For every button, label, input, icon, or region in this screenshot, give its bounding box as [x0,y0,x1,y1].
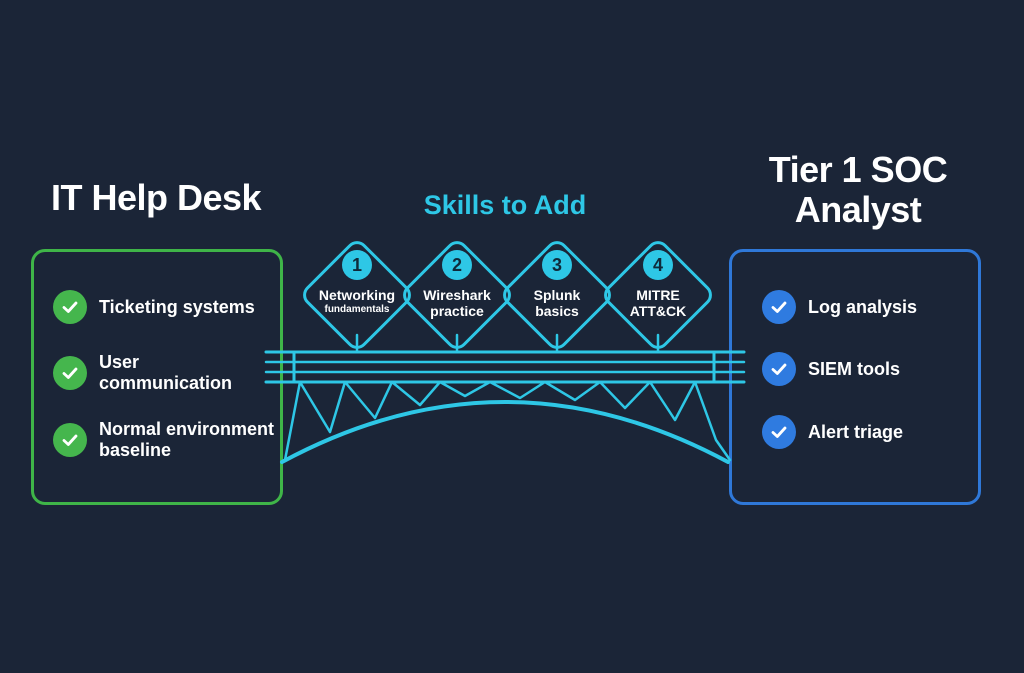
check-icon [53,290,87,324]
step-label: Wireshark practice [410,287,504,319]
step-label-line2: basics [535,303,579,319]
skill-node-diamond [503,241,611,349]
check-icon [762,415,796,449]
left-item-label-line1: User [99,352,140,372]
left-item-label-line2: baseline [99,440,172,460]
skills-heading: Skills to Add [423,190,587,220]
step-label-line1: Wireshark [423,287,491,303]
soc-analyst-panel [729,249,981,505]
bridge-arch [280,400,730,464]
step-number-badge: 3 [542,250,572,280]
help-desk-panel [31,249,283,505]
step-number-badge: 2 [442,250,472,280]
step-label-line2: practice [430,303,484,319]
right-item-label: SIEM tools [808,358,901,379]
skill-node-diamond [303,241,411,349]
right-item-label: Alert triage [808,421,904,442]
left-heading: IT Help Desk [50,177,262,218]
step-label-line1: Networking [318,287,396,303]
step-label: MITRE ATT&CK [611,287,705,319]
step-label: Networking fundamentals [310,287,404,316]
skill-node-diamond [604,241,712,349]
left-item: User communication [53,352,232,394]
left-item: Ticketing systems [53,290,255,324]
right-item: Alert triage [762,415,903,449]
check-icon [762,352,796,386]
step-label-line1: Splunk [533,287,581,303]
left-item-label-line1: Normal environment [99,419,275,439]
left-item-label: Normal environment baseline [99,419,274,461]
check-icon [762,290,796,324]
left-item-label-line2: communication [99,373,233,393]
skill-node-diamond [403,241,511,349]
step-label-line1: MITRE [636,287,680,303]
right-item: SIEM tools [762,352,900,386]
step-number-badge: 4 [643,250,673,280]
step-number-badge: 1 [342,250,372,280]
bridge-truss [283,380,732,462]
check-icon [53,423,87,457]
right-item-label: Log analysis [808,296,918,317]
right-heading: Tier 1 SOC Analyst [732,150,984,230]
step-label: Splunk basics [510,287,604,319]
right-item: Log analysis [762,290,917,324]
left-item-label: Ticketing systems [99,296,255,317]
left-item: Normal environment baseline [53,419,274,461]
left-item-label: User communication [99,352,232,394]
step-label-line2: fundamentals [324,304,390,315]
right-heading-line2: Analyst [794,189,922,230]
check-icon [53,356,87,390]
step-label-line2: ATT&CK [629,303,687,319]
right-heading-line1: Tier 1 SOC [768,149,948,190]
